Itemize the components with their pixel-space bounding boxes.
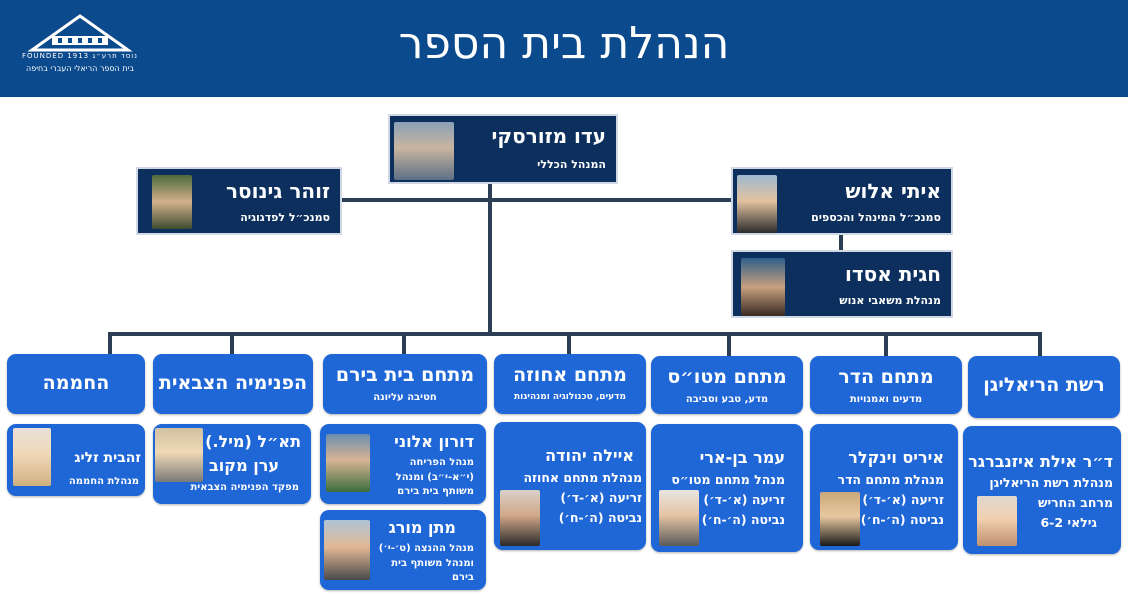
person-card-matan: מתן מורג מנהל ההנצה (ט׳-י׳) ומנהל משותף … [320,510,486,590]
person-role: בירם [451,572,474,583]
person-role: מנהל ההנצה (ט׳-י׳) [378,543,474,554]
connector-line [230,332,234,356]
person-name: עמר בן-ארי [699,448,785,467]
director-box: עדו מזורסקי המנהל הכללי [388,114,618,184]
logo-school-name: בית הספר הריאלי העברי בחיפה [25,64,134,73]
person-role: ומנהל משותף בית [391,558,474,569]
person-photo [820,492,860,546]
person-name: איילה יהודה [545,446,634,465]
person-card-iris: איריס וינקלר מנהלת מתחם הדר זריעה (א׳-ד׳… [810,424,958,550]
dept-name: הפנימיה הצבאית [158,372,308,394]
hr-manager-name: חגית אסדו [845,262,941,286]
director-role: המנהל הכללי [537,158,606,171]
connector-line [488,180,492,336]
person-role: זריעה (א׳-ד׳) [862,492,944,507]
finance-deputy-box: איתי אלוש סמנכ״ל המינהל והכספים [731,167,953,235]
person-photo [326,434,370,492]
person-name: ד״ר אילת איזנברגר [968,452,1113,471]
connector-line [108,332,1042,336]
person-role: נביטה (ה׳-ח׳) [860,512,944,527]
dept-name: החממה [42,372,110,394]
person-name: דורון אלוני [394,432,474,451]
person-name: זהבית זליג [74,450,141,466]
finance-deputy-name: איתי אלוש [845,179,941,203]
person-card-ayala: איילה יהודה מנהלת מתחם אחוזה זריעה (א׳-ד… [494,422,646,550]
person-name: תא״ל (מיל.) [205,432,301,451]
person-role: מנהלת החממה [68,476,139,487]
person-name: איריס וינקלר [848,448,944,467]
person-role: מנהלת רשת הריאליגן [989,475,1113,490]
person-photo [977,496,1017,546]
director-name: עדו מזורסקי [491,124,606,148]
dept-name: מתחם אחוזה [513,364,627,386]
dept-name: מתחם מטו״ס [667,366,787,388]
pedagogy-deputy-box: זוהר גינוסר סמנכ״ל לפדגוגיה [136,167,342,235]
person-card-omer: עמר בן-ארי מנהל מתחם מטו״ס זריעה (א׳-ד׳)… [651,424,803,552]
pedagogy-deputy-photo [152,175,192,229]
connector-line [727,332,731,356]
page-title: הנהלת בית הספר [398,18,730,69]
person-role: משותף בית בירם [397,486,474,497]
person-role: מנהל הפריחה [409,457,474,468]
person-role: נביטה (ה׳-ח׳) [701,512,785,527]
logo-founded-text: FOUNDED 1913 נוסד תרע״ג [21,52,138,60]
person-name: מתן מורג [388,518,456,537]
connector-line [402,332,406,356]
finance-deputy-role: סמנכ״ל המינהל והכספים [811,211,941,224]
connector-line [340,198,734,202]
person-card-doron: דורון אלוני מנהל הפריחה (י״א-י״ב) ומנהל … [320,424,486,504]
person-role: מנהלת מתחם הדר [837,472,944,487]
connector-line [884,332,888,356]
person-role: נביטה (ה׳-ח׳) [558,510,642,525]
dept-name: רשת הריאליגן [983,374,1105,396]
person-name: ערן מקוב [209,456,279,475]
dept-hahamama: החממה [7,354,145,414]
dept-sub: מדעים, טכנולוגיה ומנהיגות [514,392,626,402]
dept-matos: מתחם מטו״ס מדע, טבע וסביבה [651,356,803,414]
hr-manager-box: חגית אסדו מנהלת משאבי אנוש [731,250,953,318]
hr-manager-role: מנהלת משאבי אנוש [839,294,941,307]
dept-ahuza: מתחם אחוזה מדעים, טכנולוגיה ומנהיגות [494,354,646,414]
person-role: מנהל מתחם מטו״ס [671,472,785,487]
dept-name: מתחם הדר [838,366,934,388]
dept-beit-biram: מתחם בית בירם חטיבה עליונה [323,354,487,414]
person-card-eran: תא״ל (מיל.) ערן מקוב מפקד הפנימיה הצבאית [153,424,311,504]
dept-hadar: מתחם הדר מדעים ואמנויות [810,356,962,414]
director-photo [394,122,454,180]
person-card-ayelet: ד״ר אילת איזנברגר מנהלת רשת הריאליגן מרח… [963,426,1121,554]
person-role: (י״א-י״ב) ומנהל [395,472,474,483]
person-role: מנהלת מתחם אחוזה [523,470,642,485]
person-role: מפקד הפנימיה הצבאית [190,482,299,493]
person-photo [500,490,540,546]
school-building-logo-icon [27,14,133,52]
person-photo [659,490,699,546]
connector-line [567,332,571,356]
dept-military: הפנימיה הצבאית [153,354,313,414]
person-photo [155,428,203,482]
person-photo [324,520,370,580]
person-role: זריעה (א׳-ד׳) [703,492,785,507]
person-role: גילאי 6-2 [1040,515,1097,530]
header-banner: הנהלת בית הספר FOUNDED 1913 נוסד תרע״ג ב… [0,0,1128,97]
person-card-zehavit: זהבית זליג מנהלת החממה [7,424,145,496]
pedagogy-deputy-role: סמנכ״ל לפדגוגיה [240,211,330,224]
dept-name: מתחם בית בירם [335,364,475,386]
connector-line [1038,332,1042,356]
connector-line [108,332,112,356]
pedagogy-deputy-name: זוהר גינוסר [225,179,330,203]
dept-sub: מדעים ואמנויות [849,394,923,405]
dept-sub: מדע, טבע וסביבה [685,394,769,405]
person-photo [13,428,51,486]
person-role: מרחב החריש [1038,495,1113,510]
person-role: זריעה (א׳-ד׳) [560,490,642,505]
dept-ramat-hareali: רשת הריאליגן [968,356,1120,418]
dept-sub: חטיבה עליונה [373,392,437,403]
school-logo: FOUNDED 1913 נוסד תרע״ג בית הספר הריאלי … [18,14,142,78]
finance-deputy-photo [737,175,777,233]
connector-line [839,232,843,254]
hr-manager-photo [741,258,785,316]
